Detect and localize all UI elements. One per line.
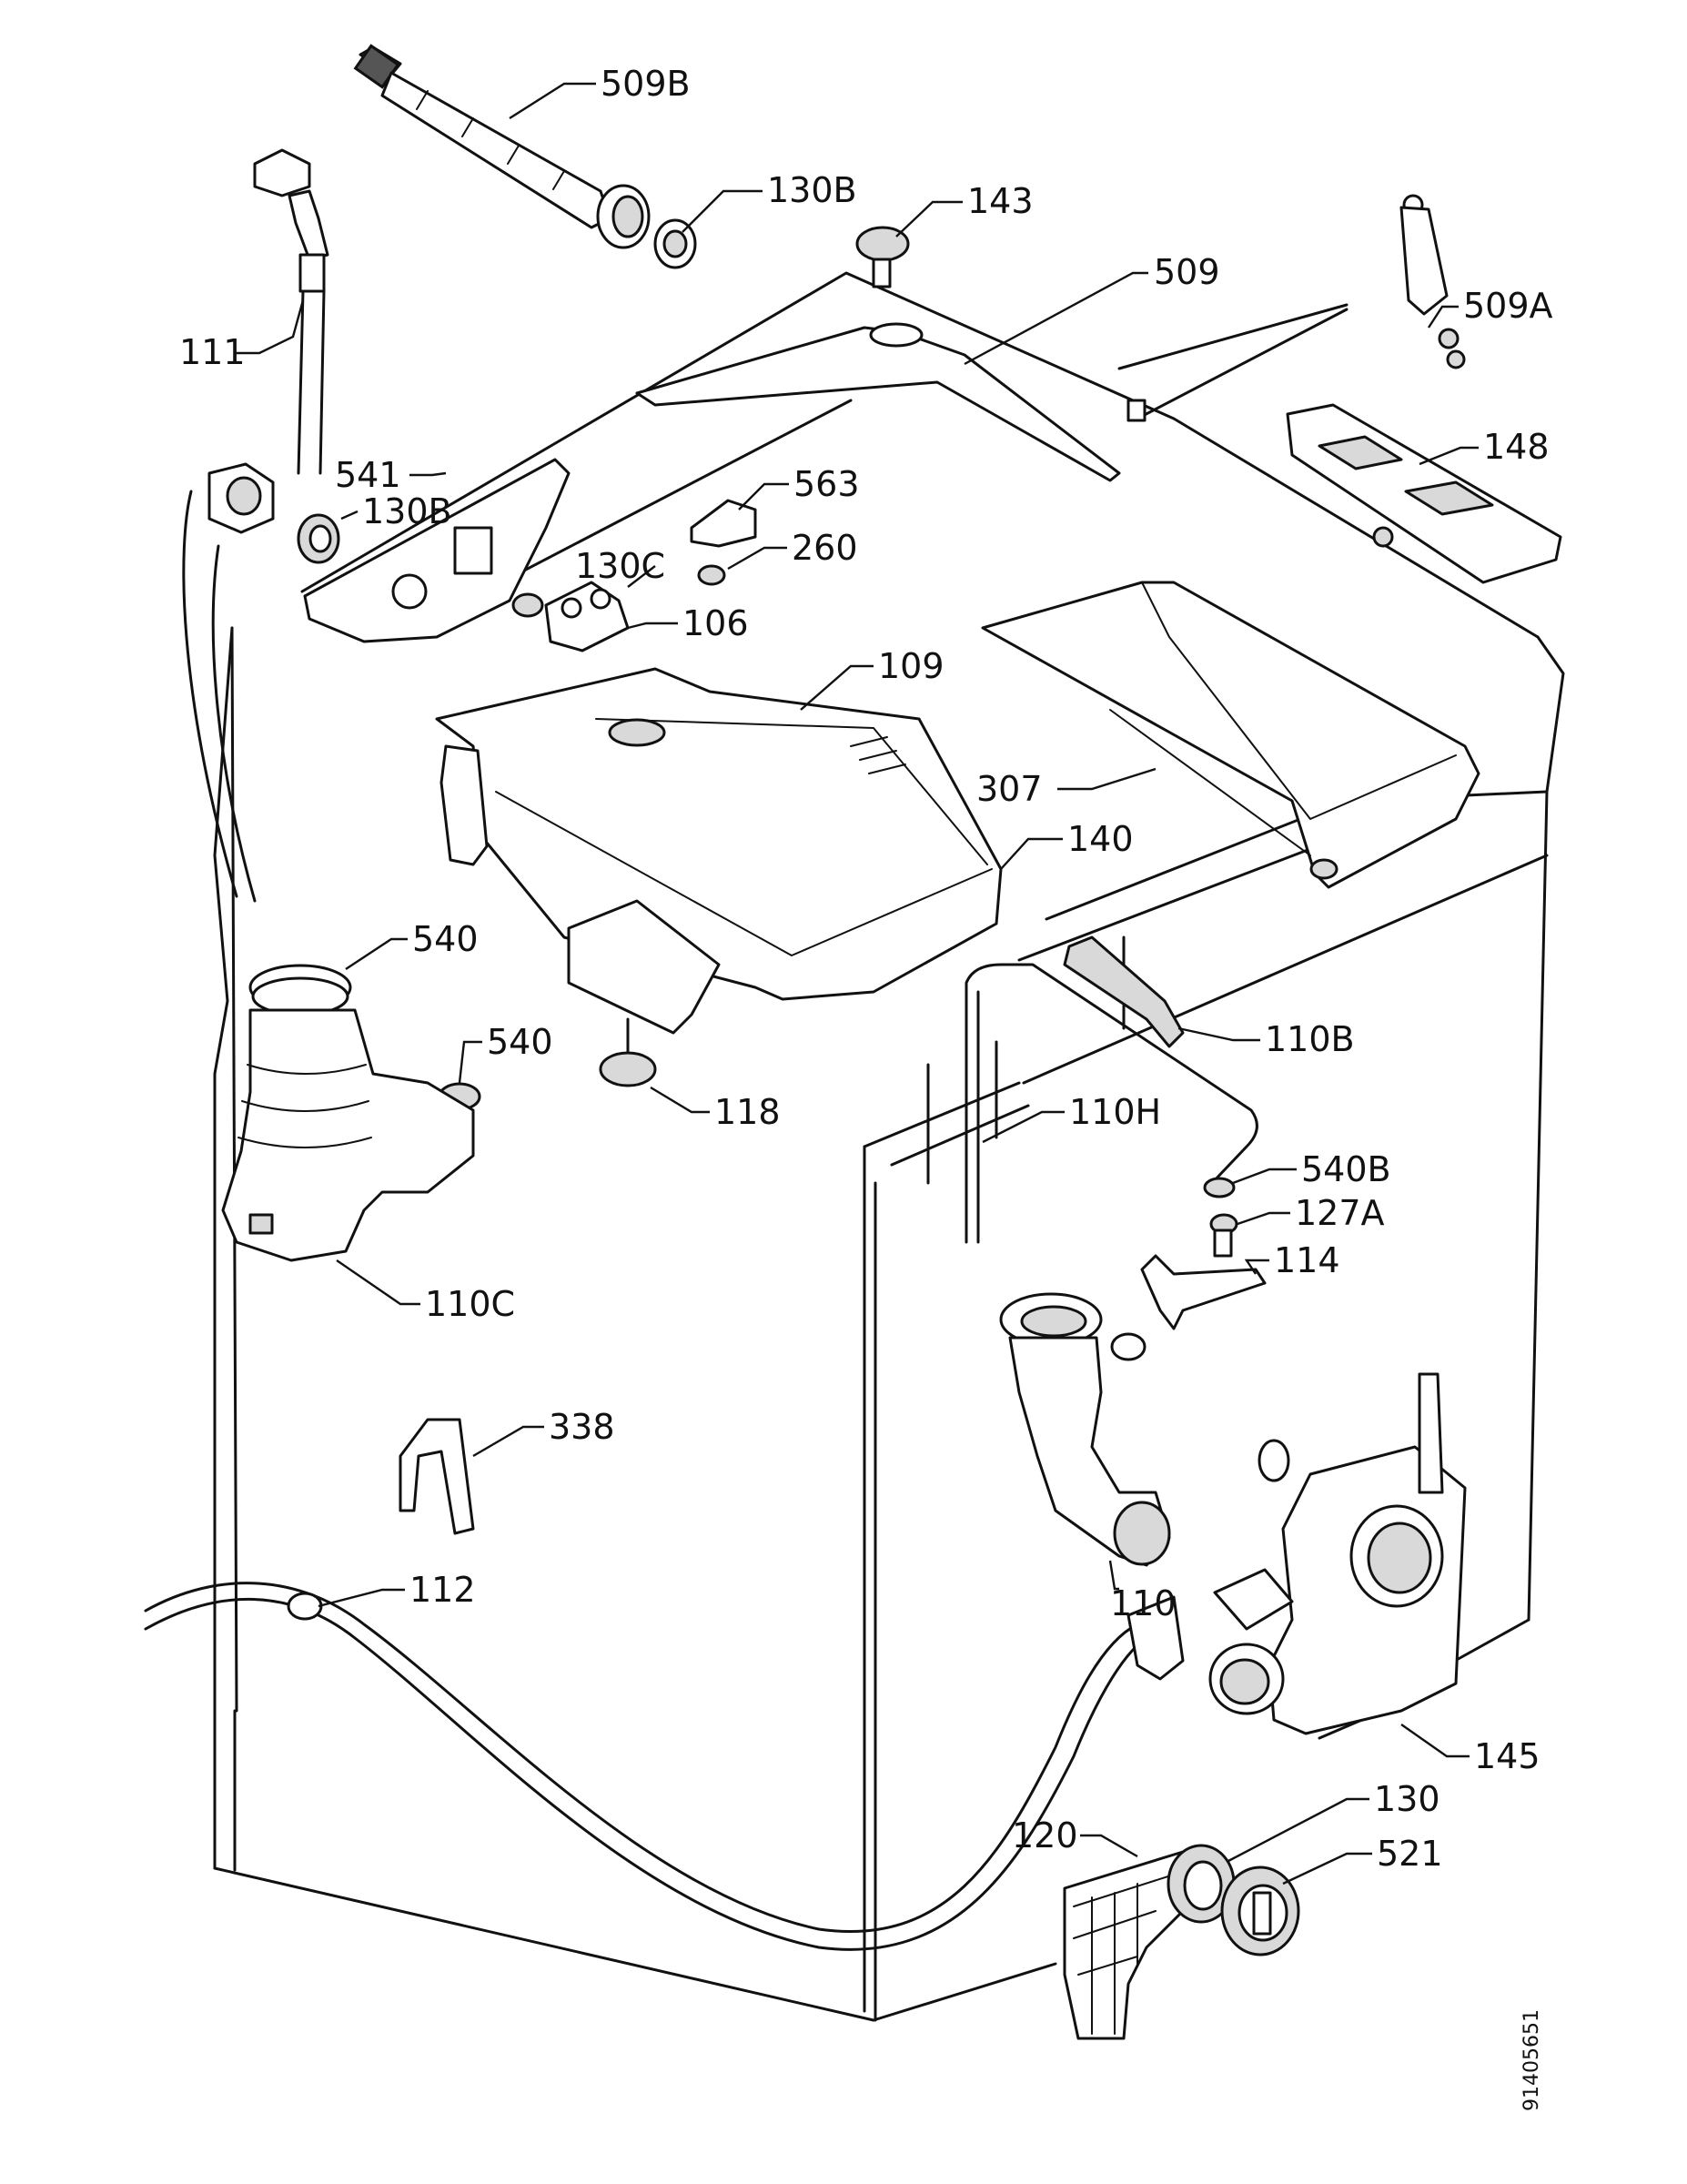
label-110c: 110C <box>425 1284 515 1324</box>
label-338: 338 <box>549 1407 615 1447</box>
label-130: 130 <box>1374 1779 1440 1819</box>
label-143: 143 <box>967 181 1034 221</box>
label-540-b: 540 <box>487 1022 553 1062</box>
label-540-a: 540 <box>412 919 479 959</box>
part-540-clamp-top <box>248 964 352 1016</box>
part-509-lever <box>635 303 1349 482</box>
part-338-clip <box>399 1418 475 1535</box>
part-143-knob <box>855 226 910 288</box>
label-111: 111 <box>179 332 246 372</box>
part-509b-hose <box>353 44 651 249</box>
part-112-drain-hose <box>144 1582 1185 1951</box>
label-120: 120 <box>1012 1815 1078 1855</box>
label-140: 140 <box>1067 819 1134 859</box>
label-541: 541 <box>335 455 401 495</box>
label-145: 145 <box>1474 1736 1541 1776</box>
label-127a: 127A <box>1295 1193 1385 1233</box>
part-148-panel <box>1286 403 1562 584</box>
label-110b: 110B <box>1265 1019 1355 1059</box>
drawing-code: 91405651 <box>1520 2009 1543 2111</box>
label-260: 260 <box>792 528 858 568</box>
part-106-valve <box>511 581 630 652</box>
part-541-plate <box>303 458 571 643</box>
part-110b-hose <box>1063 935 1185 1048</box>
label-509b: 509B <box>601 64 691 104</box>
part-130-ring <box>1167 1844 1236 1924</box>
part-114-nozzle <box>1140 1254 1267 1330</box>
label-130b-mid: 130B <box>362 491 452 531</box>
label-106: 106 <box>682 603 749 643</box>
part-labels: 509B 130B 143 509 509A 111 148 541 130B … <box>179 64 1553 2111</box>
part-109-dispenser-housing <box>435 667 1003 1035</box>
part-307-drawer <box>981 581 1480 889</box>
leader-lines <box>235 82 1479 1886</box>
label-118: 118 <box>714 1092 781 1132</box>
part-130b-mid-nut <box>297 513 340 564</box>
label-563: 563 <box>793 464 860 504</box>
label-540b: 540B <box>1301 1149 1391 1189</box>
part-130b-top-nut <box>653 218 697 269</box>
part-110h-hose <box>965 963 1258 1244</box>
part-110-sump-hose <box>999 1292 1171 1567</box>
part-540b-clip <box>1203 1177 1236 1198</box>
part-118-gear <box>599 1017 657 1087</box>
part-110c-bellows <box>221 1008 475 1262</box>
part-260-spring <box>697 564 726 586</box>
part-127a-fitting <box>1209 1213 1238 1258</box>
part-145-pump <box>1208 1372 1467 1735</box>
part-111-inlet-hose <box>182 148 329 903</box>
label-109: 109 <box>878 646 945 686</box>
label-509: 509 <box>1154 252 1220 292</box>
part-563-cover <box>690 499 757 548</box>
label-114: 114 <box>1274 1240 1340 1280</box>
label-148: 148 <box>1483 427 1550 467</box>
label-130b-top: 130B <box>767 170 857 210</box>
label-110h: 110H <box>1069 1092 1161 1132</box>
part-509a-bracket <box>1399 194 1466 369</box>
label-509a: 509A <box>1463 286 1553 326</box>
label-130c: 130C <box>575 546 665 586</box>
label-521: 521 <box>1377 1834 1443 1874</box>
label-112: 112 <box>409 1570 476 1610</box>
label-307: 307 <box>976 769 1043 809</box>
label-110: 110 <box>1110 1583 1177 1623</box>
part-521-cap <box>1220 1866 1300 1956</box>
